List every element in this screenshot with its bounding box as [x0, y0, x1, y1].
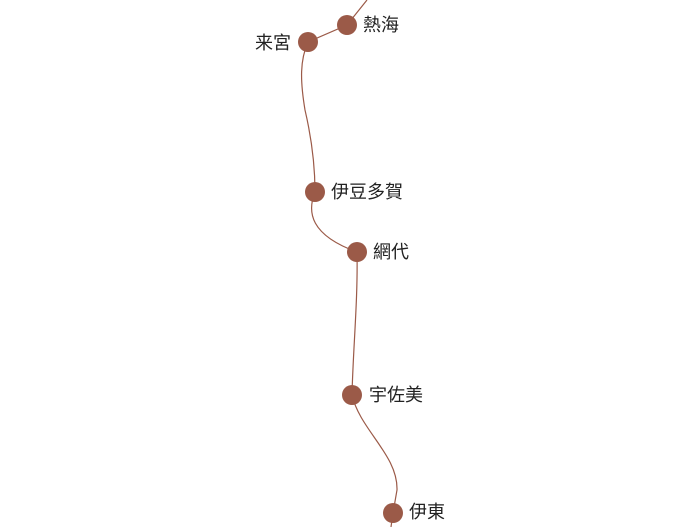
- railway-line: [300, 0, 398, 527]
- station-label: 来宮: [255, 33, 291, 54]
- station-marker: [342, 385, 362, 405]
- station-label: 宇佐美: [369, 385, 423, 406]
- station-ito[interactable]: 伊東: [383, 502, 445, 523]
- station-marker: [305, 182, 325, 202]
- station-marker: [298, 32, 318, 52]
- station-label: 熱海: [363, 15, 399, 36]
- station-usami[interactable]: 宇佐美: [342, 385, 423, 406]
- station-izutaga[interactable]: 伊豆多賀: [305, 182, 403, 203]
- station-atami[interactable]: 熱海: [337, 15, 399, 36]
- station-kinomiya[interactable]: 来宮: [255, 32, 318, 54]
- station-marker: [383, 503, 403, 523]
- station-label: 伊豆多賀: [331, 182, 403, 203]
- station-marker: [347, 242, 367, 262]
- station-label: 網代: [373, 242, 409, 263]
- station-label: 伊東: [409, 502, 445, 523]
- station-marker: [337, 15, 357, 35]
- station-ajiro[interactable]: 網代: [347, 242, 409, 263]
